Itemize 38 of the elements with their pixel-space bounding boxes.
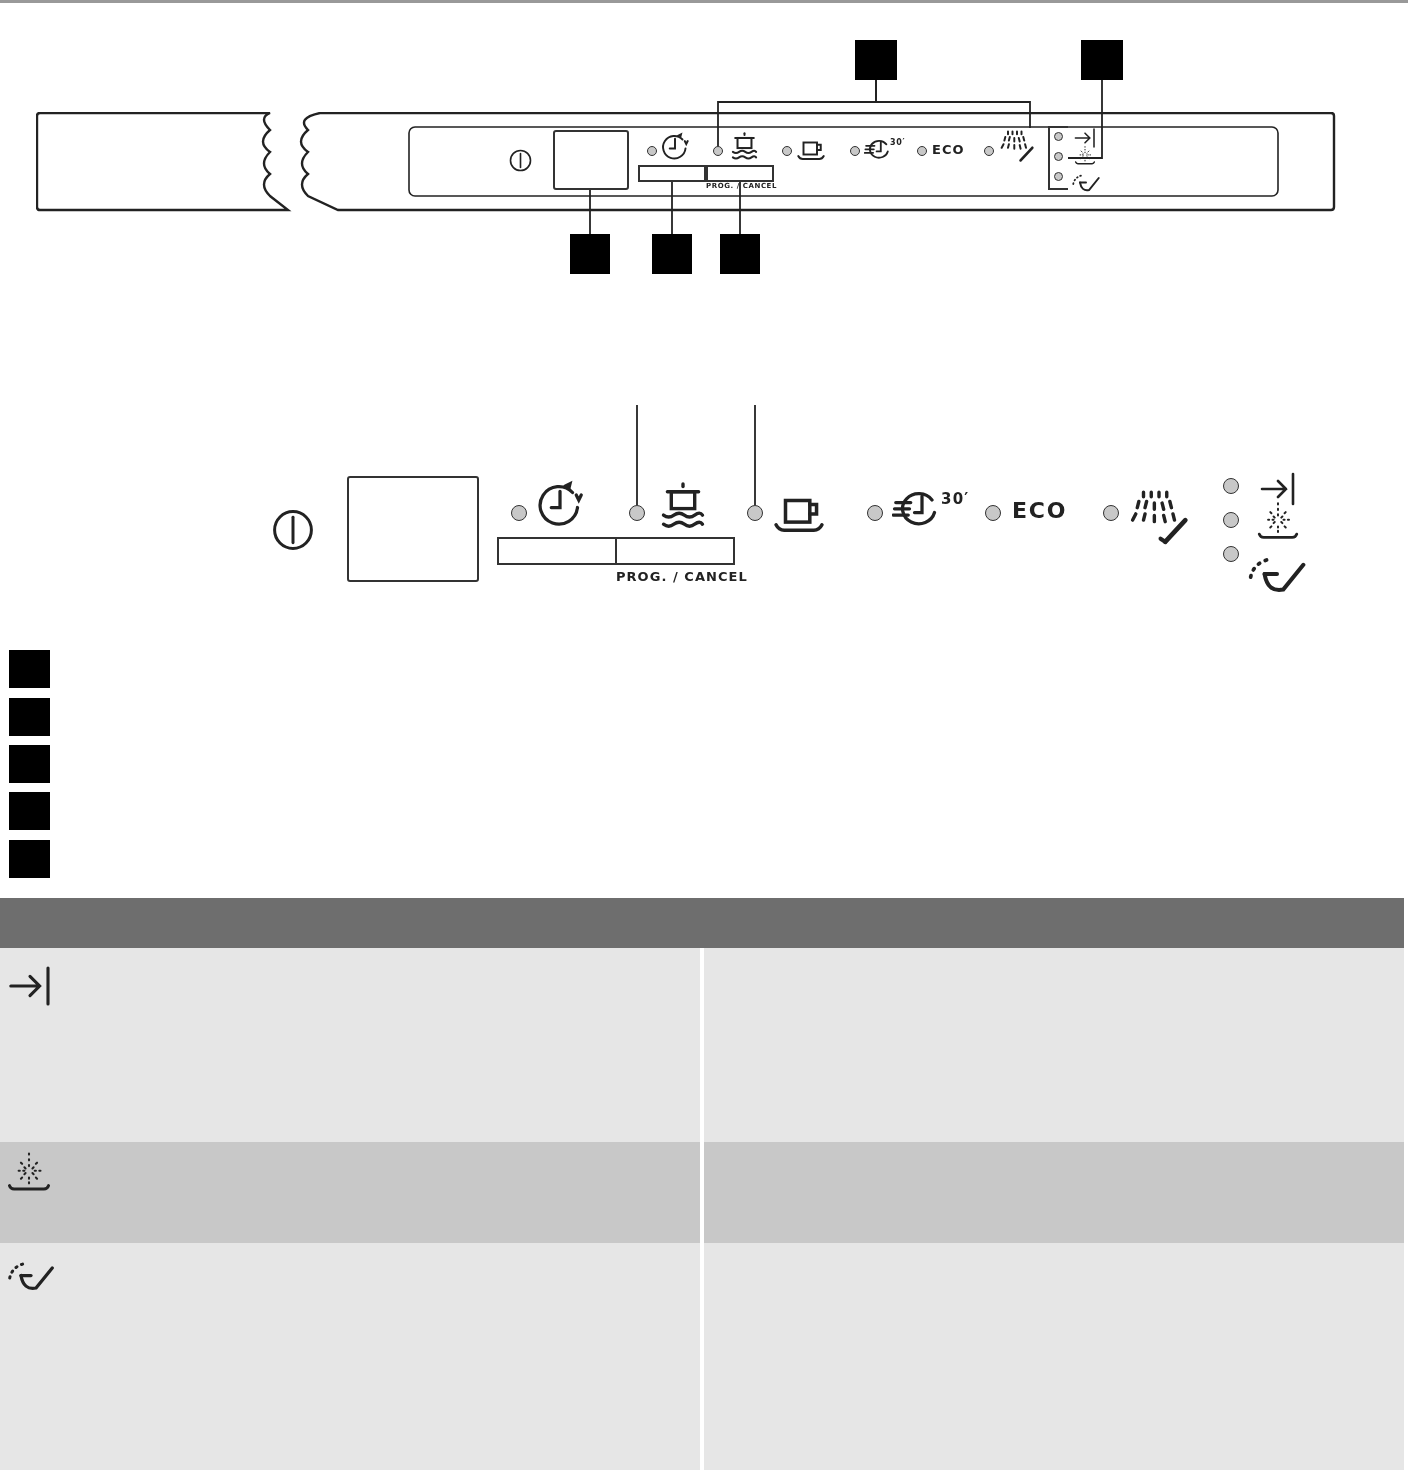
- indicator-light: [1223, 478, 1239, 494]
- callout-box: [9, 698, 50, 736]
- button: [706, 165, 774, 182]
- indicator-light: [629, 505, 645, 521]
- indicator-light: [713, 146, 723, 156]
- indicator-light: [1103, 505, 1119, 521]
- button-label: PROG. / CANCEL: [616, 570, 748, 583]
- program-label: ECO: [1012, 500, 1068, 522]
- icon-label: 30′: [890, 139, 906, 147]
- program-label: ECO: [932, 143, 965, 156]
- display-window: [347, 476, 479, 582]
- indicator-light: [747, 505, 763, 521]
- leader-line: [739, 181, 741, 235]
- button: [638, 165, 706, 182]
- spray-icon: [998, 128, 1036, 164]
- callout-box: [9, 792, 50, 830]
- leader-line: [1067, 79, 1103, 159]
- icon-label: 30′: [941, 492, 970, 507]
- callout-box: [855, 40, 897, 80]
- callout-box: [720, 234, 760, 274]
- leader-line: [875, 79, 1031, 129]
- indicator-light: [1223, 546, 1239, 562]
- callout-box: [652, 234, 692, 274]
- leader-line: [589, 189, 591, 235]
- callout-box: [1081, 40, 1123, 80]
- indicator-light: [1223, 512, 1239, 528]
- indicator-light: [985, 505, 1001, 521]
- leader-line: [671, 181, 673, 235]
- callout-box: [570, 234, 610, 274]
- bracket: [1048, 126, 1068, 190]
- callout-box: [9, 745, 50, 783]
- leader-line: [636, 404, 638, 506]
- callout-box: [9, 650, 50, 688]
- display-window: [553, 130, 629, 190]
- indicator-light: [511, 505, 527, 521]
- indicator-light: [867, 505, 883, 521]
- callout-box: [9, 840, 50, 878]
- leader-line: [754, 404, 756, 506]
